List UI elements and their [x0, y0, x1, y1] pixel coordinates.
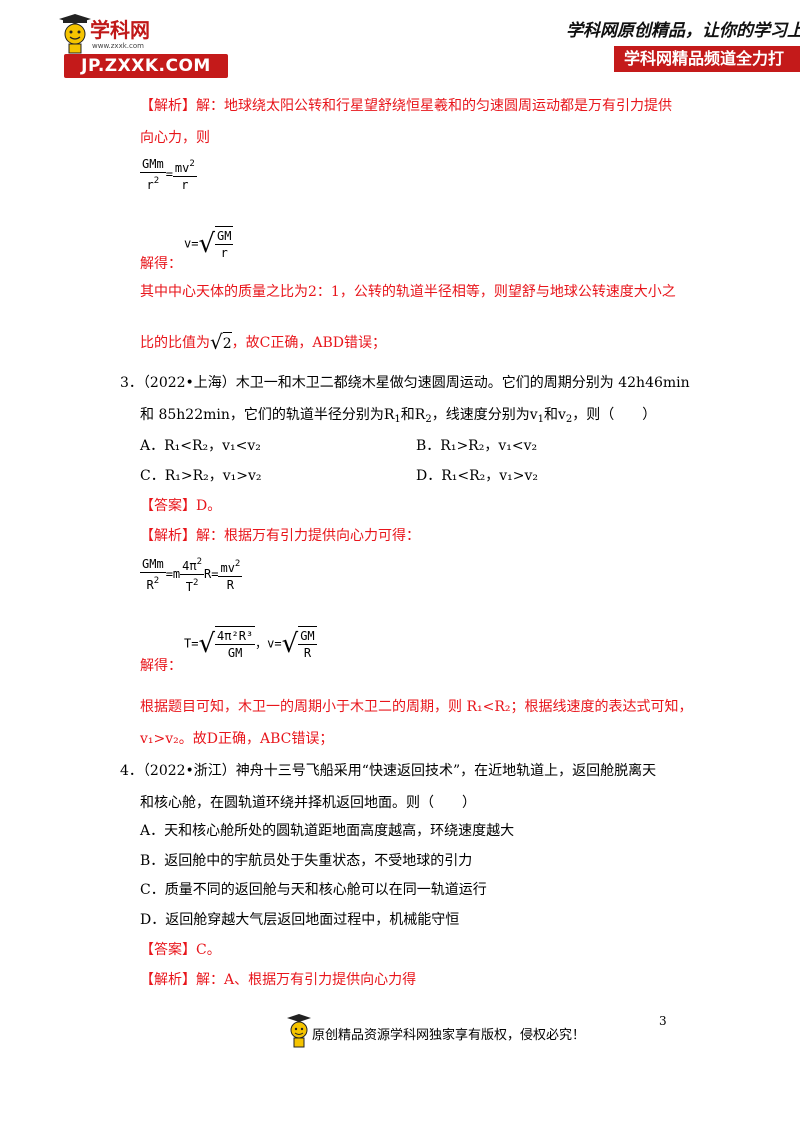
analysis-line: 【解析】解：A、根据万有引力提供向心力得	[140, 972, 417, 988]
answer-tag: 【答案】	[140, 942, 196, 958]
question-3-stem: 3．（2022•上海）木卫一和木卫二都绕木星做匀速圆周运动。它们的周期分别为 4…	[120, 375, 690, 391]
answer-line: 【答案】C。	[140, 942, 221, 958]
option-a: A．R₁<R₂，v₁<v₂	[140, 438, 261, 454]
analysis-line: 【解析】解：根据万有引力提供向心力可得：	[140, 528, 420, 544]
header-slogan: 学科网原创精品，让你的学习上最	[566, 21, 800, 41]
question-3-stem: 和 85h22min，它们的轨道半径分别为R1和R2，线速度分别为v1和v2，则…	[140, 407, 657, 425]
analysis-tag: 【解析】	[140, 528, 196, 544]
header-banner: 学科网精品频道全力打	[614, 46, 800, 72]
analysis-line: 其中中心天体的质量之比为2：1，公转的轨道半径相等，则望舒与地球公转速度大小之	[140, 284, 676, 300]
option-d: D．R₁<R₂，v₁>v₂	[416, 468, 539, 484]
option-c: C．质量不同的返回舱与天和核心舱可以在同一轨道运行	[140, 882, 487, 898]
analysis-line: 根据题目可知，木卫一的周期小于木卫二的周期，则 R₁<R₂；根据线速度的表达式可…	[140, 699, 693, 715]
option-a: A．天和核心舱所处的圆轨道距地面高度越高，环绕速度越大	[140, 823, 515, 839]
option-c: C．R₁>R₂，v₁>v₂	[140, 468, 262, 484]
question-4-stem: 和核心舱，在圆轨道环绕并择机返回地面。则（ ）	[140, 795, 476, 811]
analysis-line: 【解析】解：地球绕太阳公转和行星望舒绕恒星羲和的匀速圆周运动都是万有引力提供	[140, 98, 672, 114]
solve-label: 解得：	[140, 256, 182, 272]
page-number: 3	[659, 1014, 667, 1028]
option-d: D．返回舱穿越大气层返回地面过程中，机械能守恒	[140, 912, 460, 928]
analysis-tag: 【解析】	[140, 972, 196, 988]
analysis-line: 比的比值为√2，故C正确，ABD错误；	[140, 330, 387, 354]
logo-url-banner: JP.ZXXK.COM	[64, 54, 228, 78]
answer-line: 【答案】D。	[140, 498, 222, 514]
analysis-line: 向心力，则	[140, 130, 210, 146]
analysis-tag: 【解析】	[140, 98, 196, 114]
option-b: B．返回舱中的宇航员处于失重状态，不受地球的引力	[140, 853, 473, 869]
logo-url-small: www.zxxk.com	[92, 42, 144, 50]
brand-logo: 学科网 www.zxxk.com JP.ZXXK.COM	[58, 14, 228, 78]
mascot-icon	[59, 14, 91, 54]
solve-label: 解得：	[140, 658, 182, 674]
logo-title: 学科网	[90, 18, 150, 42]
question-4-stem: 4．（2022•浙江）神舟十三号飞船采用“快速返回技术”，在近地轨道上，返回舱脱…	[120, 763, 657, 779]
analysis-line: v₁>v₂。故D正确，ABC错误；	[140, 731, 334, 747]
mascot-icon	[287, 1014, 311, 1048]
footer-copyright: 原创精品资源学科网独家享有版权，侵权必究！	[312, 1028, 586, 1043]
option-b: B．R₁>R₂，v₁<v₂	[416, 438, 538, 454]
answer-tag: 【答案】	[140, 498, 196, 514]
